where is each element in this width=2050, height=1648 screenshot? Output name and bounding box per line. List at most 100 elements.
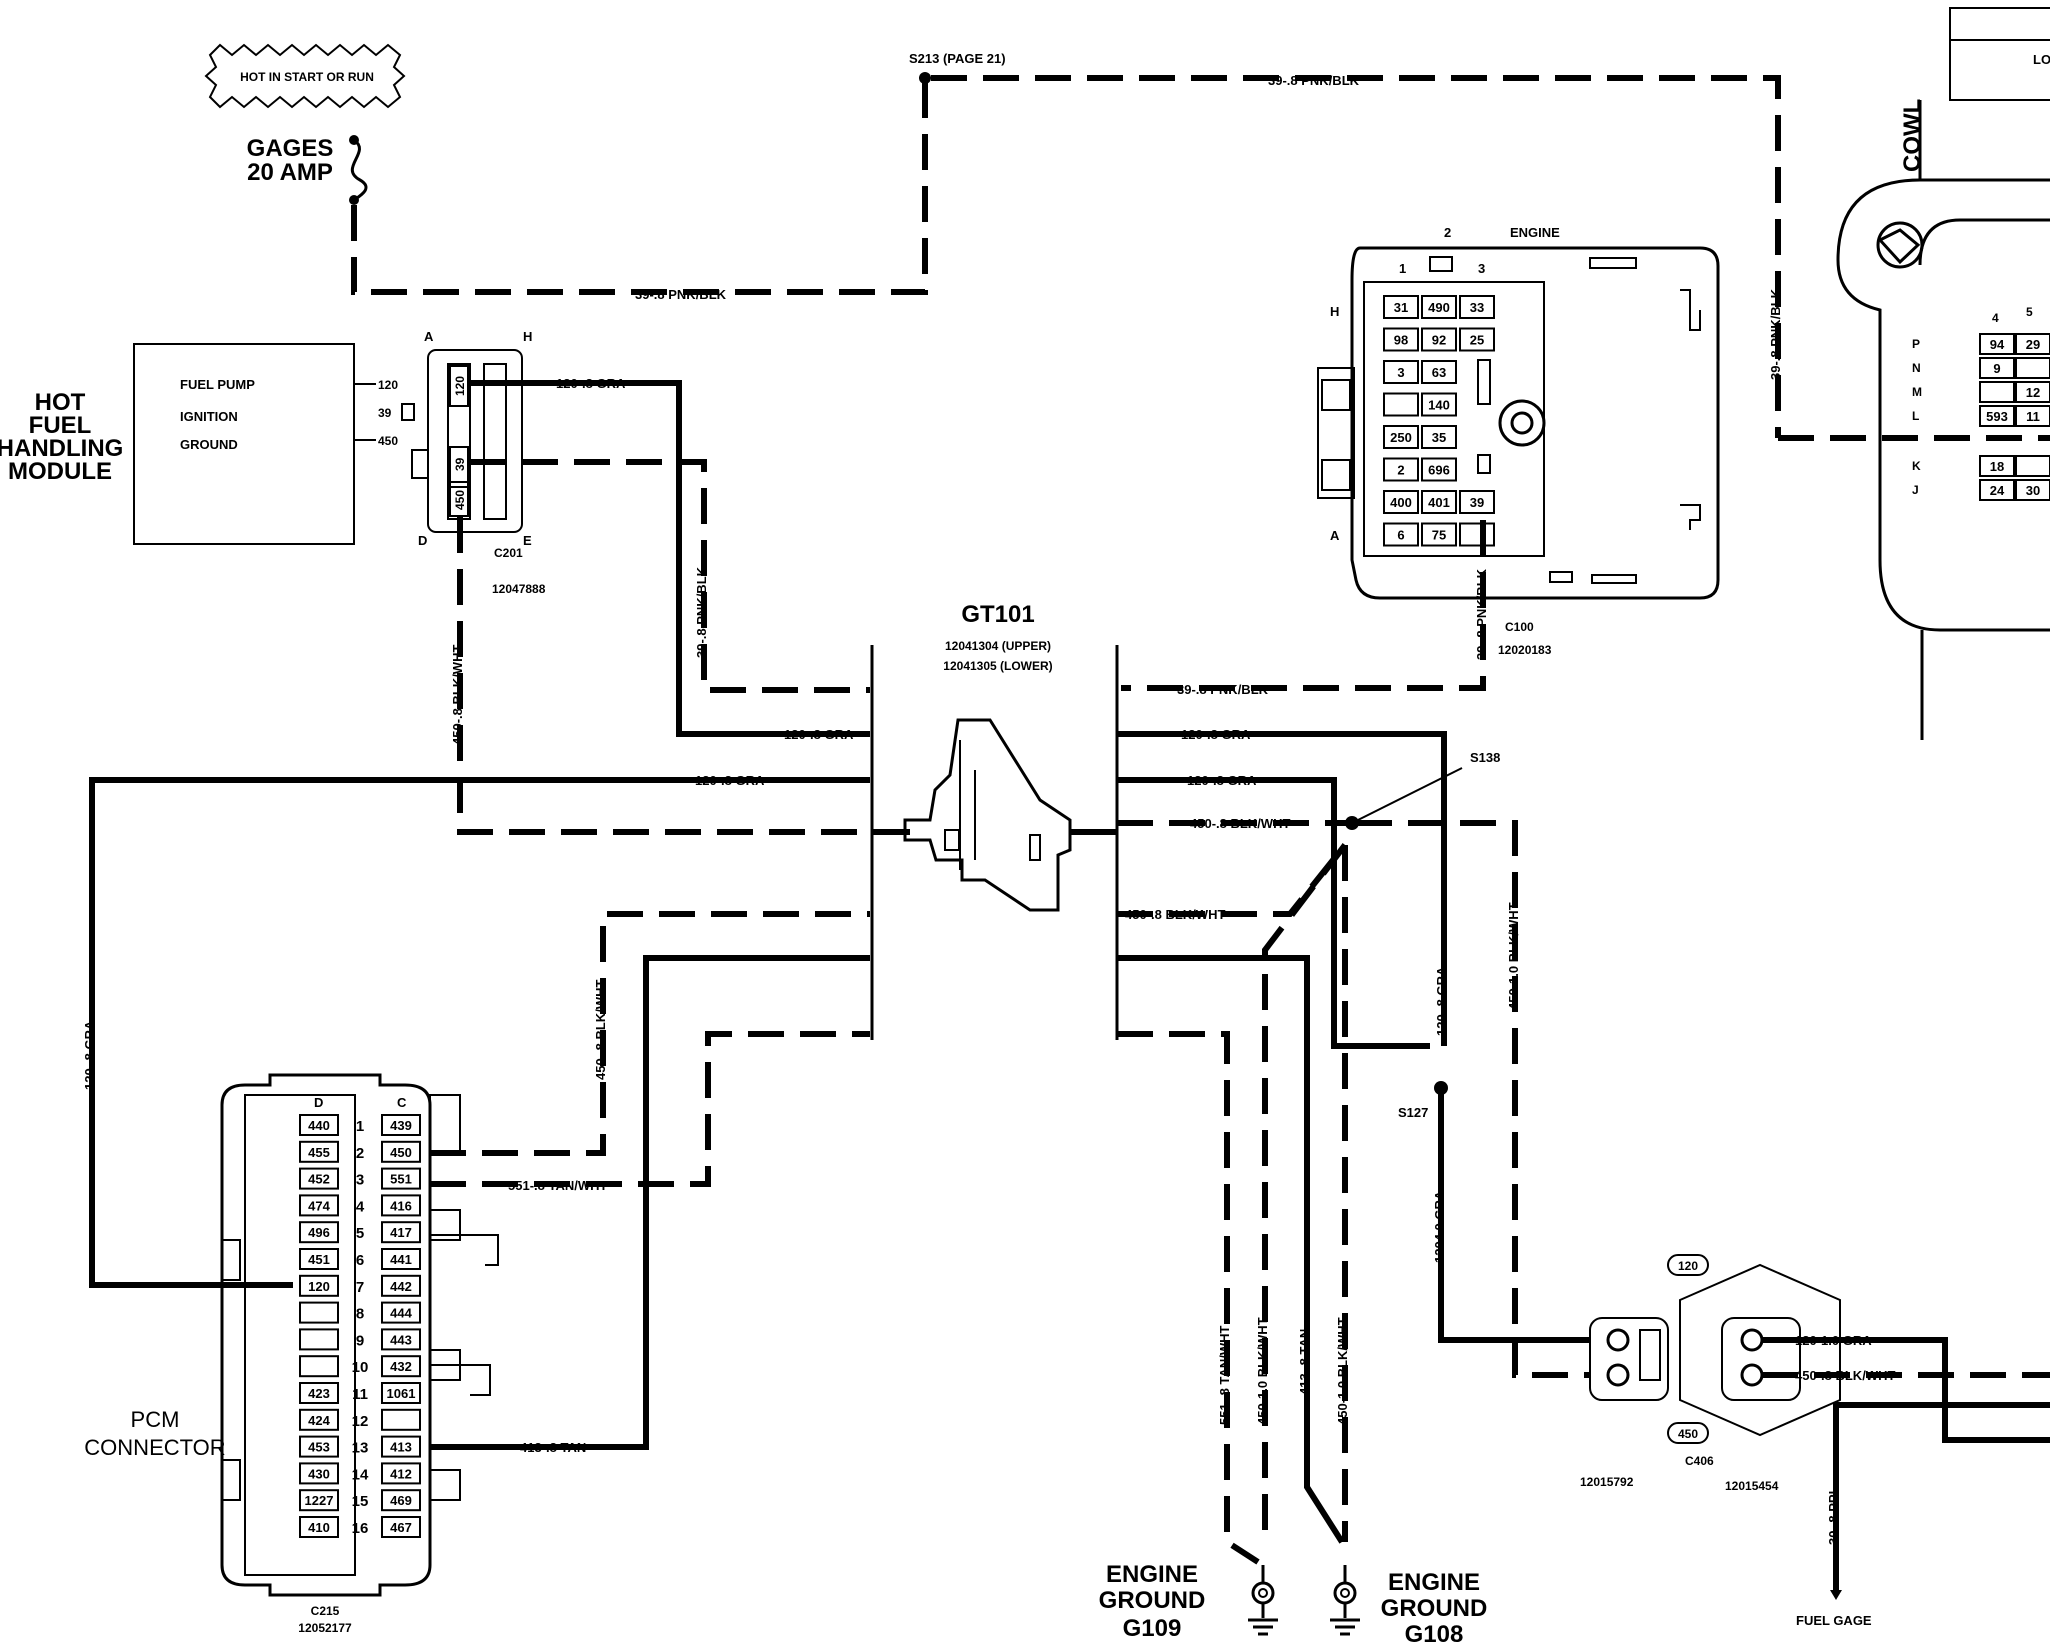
wire-blk-10-g108-label: 450-1.0 BLK/WHT [1335, 1317, 1350, 1425]
wire-gra-right-b-label: 120-.8 GRA [1187, 773, 1257, 788]
wire-blk-right-b-label: 450-.8 BLK/WHT [1125, 907, 1225, 922]
module-pin-39: 39 [378, 406, 392, 420]
pcm-row-number: 8 [356, 1306, 364, 1323]
cowl-cavity [2015, 333, 2050, 355]
pcm-cavity-c-label: 467 [390, 1520, 412, 1535]
pcm-cavity-d [299, 1489, 339, 1512]
gt101-name: GT101 [961, 601, 1034, 628]
wire-gra-c201 [470, 380, 870, 737]
pcm-cavity-d [299, 1221, 339, 1244]
module-terminal-fuel-pump: FUEL PUMP [180, 377, 255, 392]
wire-pnk-fuse [351, 78, 928, 295]
pcm-cavity-d [299, 1167, 339, 1190]
wire-tan-wht-g109 [1117, 1031, 1260, 1565]
pcm-cavity-d [299, 1462, 339, 1485]
pcm-cavity-c-label: 432 [390, 1359, 412, 1374]
pcm-row-number: 11 [352, 1386, 368, 1403]
pcm-cavity-d-label: 423 [308, 1386, 330, 1401]
hot-fuel-handling-module: HOT FUEL HANDLING MODULE FUEL PUMP IGNIT… [0, 343, 415, 545]
c100-engine-label: ENGINE [1510, 225, 1560, 240]
pcm-cavity-c [381, 1355, 421, 1378]
s138-label: S138 [1470, 750, 1500, 765]
module-terminal-ground: GROUND [180, 437, 238, 452]
c100-cavity [1459, 522, 1495, 547]
c100-cavity [1421, 327, 1457, 352]
pcm-col-d: D [314, 1095, 323, 1110]
c100-cavity-label: 6 [1397, 528, 1404, 543]
pcm-cavity-d-label: 455 [308, 1145, 330, 1160]
cowl-cavity [2015, 405, 2050, 427]
pcm-cavity-d [299, 1140, 339, 1163]
wire-pnk-c201 [470, 459, 870, 693]
pcm-row-number: 13 [352, 1440, 369, 1457]
c100-col-1: 1 [1399, 261, 1406, 276]
pcm-cavity-c [381, 1274, 421, 1297]
cowl-cavity [1979, 333, 2015, 355]
pcm-cavity-c [381, 1462, 421, 1485]
fuel-gage-label: FUEL GAGE [1796, 1613, 1872, 1628]
cowl-row-letter: J [1912, 483, 1919, 497]
wire-gra-left-a-label: 120-.8 GRA [784, 727, 854, 742]
wire-blk-right-b [1117, 843, 1348, 917]
c100-cavity-label: 31 [1394, 300, 1408, 315]
c201-letter-d: D [418, 533, 427, 548]
wire-gra-10-vert-label: 1204.0 GRA [1432, 1190, 1447, 1263]
wire-gra-c406 [1762, 1337, 2050, 1443]
wire-gra-pcm-vert-label: 120-.8 GRA [82, 1020, 97, 1090]
wire-gra-s138-vert-label: 120-.8 GRA [1434, 966, 1449, 1036]
wire-pnk-fuse-label: 39-.8 PNK/BLK [635, 287, 727, 302]
wire-blk-10-g109-label: 450-1.0 BLK/WHT [1255, 1317, 1270, 1425]
cowl-cavity [1979, 357, 2015, 379]
cowl-cavity-label: 18 [1990, 459, 2004, 474]
pcm-cavity-d [299, 1274, 339, 1297]
wire-blk-pcm-vert-label: 450-.8 BLK/WHT [593, 980, 608, 1080]
cowl-cavity-label: 593 [1986, 409, 2008, 424]
g109-label-3: G109 [1123, 1615, 1182, 1642]
g108-label-3: G108 [1405, 1621, 1464, 1648]
pcm-cavity-c-label: 441 [390, 1252, 412, 1267]
pcm-cavity-d-label: 120 [308, 1279, 330, 1294]
module-title-3: HANDLING [0, 435, 123, 462]
c100-cavity [1459, 490, 1495, 514]
wire-pnk-c100 [1121, 520, 1486, 691]
c100-cavity-label: 3 [1397, 365, 1404, 380]
cowl-cavity [1979, 455, 2015, 477]
wire-tan-wht-pcm [430, 1031, 870, 1187]
cowl-col-4: 4 [1992, 311, 1999, 325]
wire-ppl [1833, 1402, 2050, 1590]
c100-cavity-label: 75 [1432, 528, 1446, 543]
pcm-cavity-d [299, 1248, 339, 1270]
pcm-cavity-c [381, 1489, 421, 1512]
cowl-row-letter: M [1912, 385, 1922, 399]
fuse-feed: HOT IN START OR RUN GAGES 20 AMP S213 (P… [204, 43, 2050, 441]
gt101-upper: 12041304 (UPPER) [945, 639, 1051, 653]
pcm-cavity-c-label: 413 [390, 1440, 412, 1455]
g109-label-2: GROUND [1099, 1587, 1206, 1614]
pcm-cavity-d [299, 1328, 339, 1351]
pcm-row-number: 5 [356, 1225, 364, 1242]
cowl-cavity [1979, 381, 2015, 403]
c100-cavity [1383, 490, 1419, 514]
pcm-cavity-d [299, 1382, 339, 1404]
pcm-cavity-d-label: 496 [308, 1225, 330, 1240]
c406-name: C406 [1685, 1454, 1714, 1468]
wire-gra-c201-label: 120-.8 GRA [556, 376, 626, 391]
pcm-row-number: 10 [352, 1359, 369, 1376]
pcm-title-2: CONNECTOR [84, 1435, 225, 1460]
pcm-cavity-d [299, 1355, 339, 1378]
ground-g109: ENGINE GROUND G109 [1099, 1561, 1278, 1642]
pcm-cavity-c-label: 442 [390, 1279, 412, 1294]
pcm-cavity-c-label: 412 [390, 1466, 412, 1481]
c100-cavity [1421, 490, 1457, 514]
hot-in-start-or-run-label: HOT IN START OR RUN [240, 70, 374, 84]
pcm-row-number: 12 [352, 1413, 369, 1430]
cowl-cavity-label: 12 [2026, 385, 2040, 400]
wire-blk-pcm [430, 911, 870, 1156]
wire-blk-right-a-label: 450-.8 BLK/WHT [1190, 816, 1290, 831]
c100-cavity [1383, 392, 1419, 417]
module-title-2: FUEL [29, 412, 92, 439]
pcm-cavity-d-label: 424 [308, 1413, 330, 1428]
c100-cavity-label: 98 [1394, 333, 1408, 348]
